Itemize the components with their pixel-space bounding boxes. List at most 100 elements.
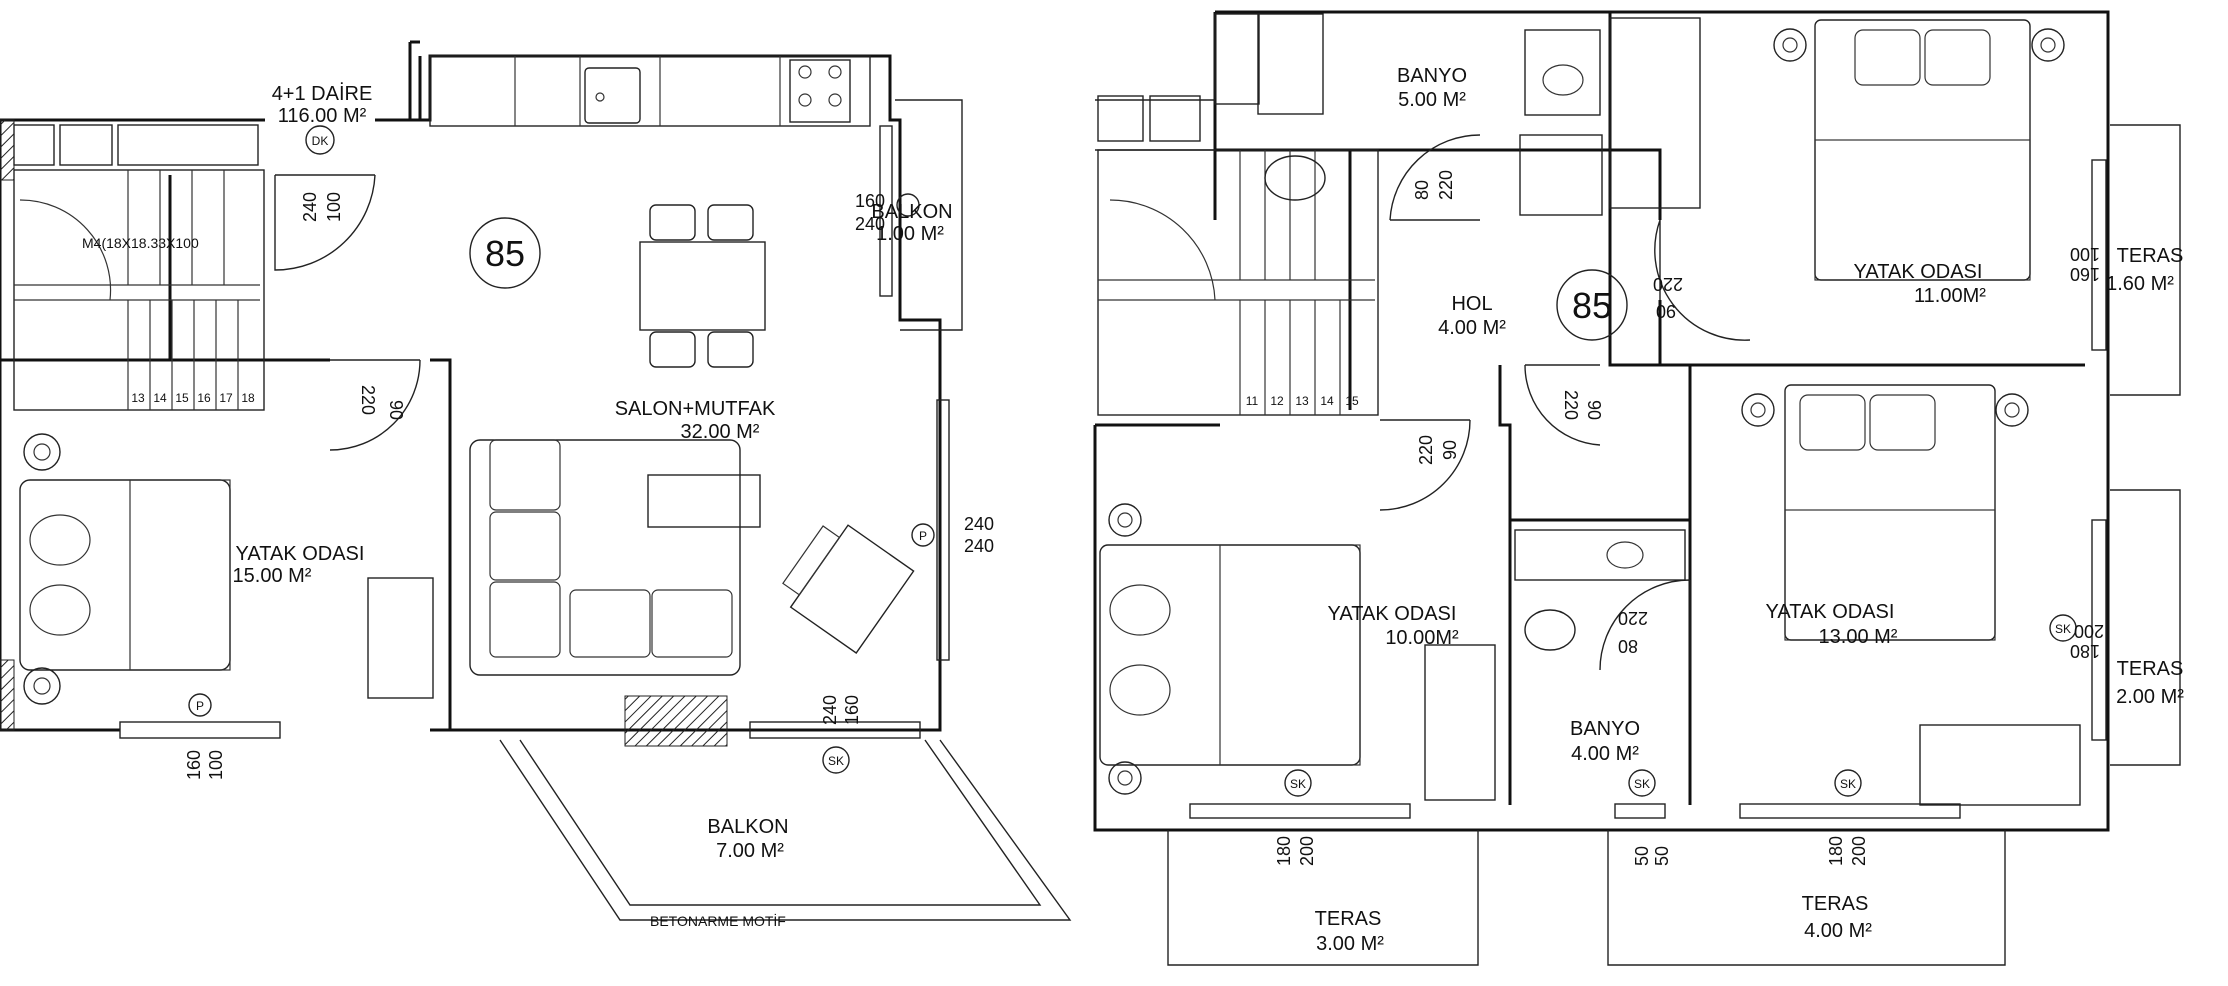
terrace-400-outline [1607, 830, 2006, 966]
dim-180-b: 180 [1274, 836, 1294, 866]
tag-sk-bedroom-10: SK [1290, 777, 1306, 791]
terrace-300-area: 3.00 M² [1316, 933, 1384, 955]
dim-220-f: 220 [1618, 608, 1648, 628]
tv-unit [782, 524, 915, 654]
window-upper-2 [1614, 803, 1666, 819]
dim-90-a: 90 [386, 400, 406, 420]
small-balcony-outline [895, 99, 963, 331]
dim-100-b: 100 [206, 750, 226, 780]
door-bedroom-11[interactable] [1654, 219, 1751, 341]
bath-bottom-area: 4.00 M² [1571, 743, 1639, 765]
ground-bedroom-area: 15.00 M² [233, 565, 312, 587]
dim-220-c: 220 [1416, 435, 1436, 465]
bed-10 [1099, 503, 1496, 801]
dim-80-a: 80 [1412, 180, 1432, 200]
tag-dk: DK [312, 134, 329, 148]
tag-sk-bedroom-13: SK [1840, 777, 1856, 791]
dim-50-a: 50 [1632, 846, 1652, 866]
door-bedroom-10[interactable] [1379, 419, 1471, 511]
bedroom-13-area: 13.00 M² [1819, 626, 1898, 648]
stair-note: M4(18X18.33X100 [82, 235, 199, 251]
dim-160-a: 160 [855, 191, 885, 211]
dim-220-a: 220 [358, 385, 378, 415]
stair-step-number: 18 [241, 391, 255, 405]
hatched-wall-left [0, 119, 15, 181]
upper-floor-plan: 85 SK SK SK SK BANYO 5.00 M² HOL 4.00 M²… [1093, 10, 2184, 966]
stair-step-number: 16 [197, 391, 211, 405]
window-upper-1 [1189, 803, 1411, 819]
bottom-bathroom-fixtures [1514, 529, 1686, 651]
window-bedroom [119, 721, 281, 739]
hall-name: HOL [1451, 293, 1492, 315]
small-balcony-area: 1.00 M² [876, 223, 944, 245]
dim-240-e: 240 [820, 695, 840, 725]
bath-top-area: 5.00 M² [1398, 89, 1466, 111]
dim-220-d: 220 [1561, 390, 1581, 420]
corner-sofa [469, 439, 761, 676]
top-bathroom-fixtures [1264, 29, 1603, 216]
ground-floor-plan: DK P P SK 85 4+1 DAİRE 116.00 M² M4(18X1… [0, 40, 1072, 929]
terrace-160-area: 1.60 M² [2106, 273, 2174, 295]
terrace-400-area: 4.00 M² [1804, 920, 1872, 942]
salon-name: SALON+MUTFAK [615, 398, 776, 420]
dim-160-c: 160 [842, 695, 862, 725]
cooktop [789, 59, 851, 123]
bath-top-name: BANYO [1397, 65, 1467, 87]
unit-badge-ground [469, 217, 541, 289]
bath-bottom-name: BANYO [1570, 718, 1640, 740]
unit-title: 4+1 DAİRE [272, 82, 373, 105]
tag-sk-terrace: SK [2055, 622, 2071, 636]
window-upper-4 [2091, 159, 2107, 351]
bedroom-11-area: 11.00M² [1914, 285, 1986, 307]
bedroom-door[interactable] [329, 359, 421, 451]
kitchen-counter [429, 55, 871, 127]
stair-step-number: 15 [175, 391, 189, 405]
dim-160-b: 160 [184, 750, 204, 780]
dim-100-a: 100 [324, 192, 344, 222]
door-bath-top[interactable] [1389, 134, 1481, 221]
dim-200-b: 200 [1297, 836, 1317, 866]
bedroom-wall [0, 358, 452, 730]
stair-step-number: 17 [219, 391, 233, 405]
hatched-wall-left-2 [0, 659, 15, 731]
tag-p-right: P [919, 529, 927, 543]
door-bedroom-13[interactable] [1524, 364, 1601, 446]
bedroom-13-name: YATAK ODASI [1766, 601, 1895, 623]
dim-90-c: 90 [1584, 400, 1604, 420]
dim-90-d: 90 [1656, 301, 1676, 321]
dim-90-b: 90 [1440, 440, 1460, 460]
dim-50-b: 50 [1652, 846, 1672, 866]
upper-inner-walls [1213, 148, 1692, 805]
entry-door[interactable] [274, 174, 376, 271]
dim-240-a: 240 [855, 214, 885, 234]
sink [584, 67, 641, 124]
terrace-200-name: TERAS [2117, 658, 2184, 680]
dim-180-c: 180 [1826, 836, 1846, 866]
dim-240-c: 240 [964, 536, 994, 556]
dim-220-b: 220 [1436, 170, 1456, 200]
hatched-column [624, 695, 728, 747]
stair-step-number: 14 [1320, 394, 1334, 408]
stair-step-number: 11 [1246, 394, 1259, 408]
dim-80-b: 80 [1618, 636, 1638, 656]
entry-wall [408, 40, 420, 120]
tag-sk-balcony: SK [828, 754, 844, 768]
bed-13 [1741, 384, 2081, 806]
unit-number-upper: 85 [1572, 285, 1612, 326]
dim-200-a: 200 [2074, 621, 2104, 641]
upper-stairs [1097, 13, 1379, 416]
stair-step-number: 15 [1345, 394, 1359, 408]
window-salon [749, 721, 921, 739]
bedroom-10-name: YATAK ODASI [1328, 603, 1457, 625]
large-balcony-area: 7.00 M² [716, 840, 784, 862]
unit-area: 116.00 M² [278, 105, 367, 127]
door-bath-bottom[interactable] [1599, 579, 1691, 671]
terrace-300-outline [1167, 830, 1479, 966]
small-balcony-name: BALKON [871, 201, 952, 223]
stair-step-number: 14 [153, 391, 167, 405]
dining-table [639, 204, 766, 368]
ground-stairs [13, 124, 265, 411]
terrace-300-name: TERAS [1315, 908, 1382, 930]
bedroom-10-area: 10.00M² [1385, 627, 1459, 649]
